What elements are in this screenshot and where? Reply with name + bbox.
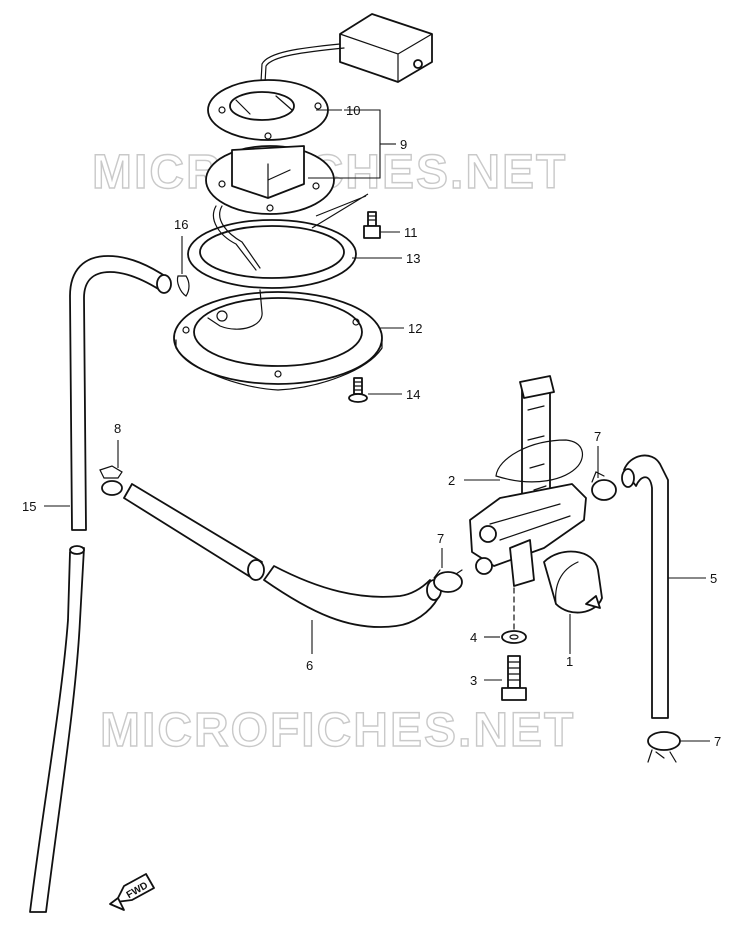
callout-16: 16 [174, 217, 188, 232]
callout-14: 14 [406, 387, 420, 402]
callout-7-right: 7 [594, 429, 601, 444]
sender-plate [205, 145, 335, 215]
callout-numbers: 1 2 3 4 5 6 7 7 7 8 9 10 11 12 13 14 15 … [22, 103, 721, 749]
callout-9: 9 [400, 137, 407, 152]
bolt-3 [501, 655, 527, 701]
hose-6-upper [123, 483, 265, 581]
callout-3: 3 [470, 673, 477, 688]
mounting-ring [173, 289, 383, 391]
callout-2: 2 [448, 473, 455, 488]
clip-7-right [591, 471, 617, 501]
callout-1: 1 [566, 654, 573, 669]
leader-lines [44, 109, 710, 742]
bolt-11 [363, 211, 381, 239]
callout-7-bottom: 7 [714, 734, 721, 749]
callout-10: 10 [346, 103, 360, 118]
callout-12: 12 [408, 321, 422, 336]
fuel-sender-unit [207, 13, 433, 141]
hose-15 [29, 255, 172, 913]
clip-7-bottom [647, 731, 681, 763]
watermark-bottom: MICROFICHES.NET [100, 704, 575, 757]
callout-11: 11 [404, 225, 418, 240]
clip-7-center [433, 569, 463, 593]
callout-15: 15 [22, 499, 36, 514]
clip-8 [99, 465, 123, 496]
callout-4: 4 [470, 630, 477, 645]
callout-8: 8 [114, 421, 121, 436]
callout-6: 6 [306, 658, 313, 673]
fuel-cock [469, 375, 603, 633]
callout-7-center: 7 [437, 531, 444, 546]
callout-5: 5 [710, 571, 717, 586]
clip-16 [176, 275, 190, 297]
tank-gasket [187, 205, 357, 289]
hose-5 [621, 454, 669, 719]
washer-4 [501, 630, 527, 644]
fwd-direction-badge: FWD [109, 873, 155, 911]
screw-14 [348, 377, 368, 403]
hose-6-lower [263, 565, 442, 628]
callout-13: 13 [406, 251, 420, 266]
